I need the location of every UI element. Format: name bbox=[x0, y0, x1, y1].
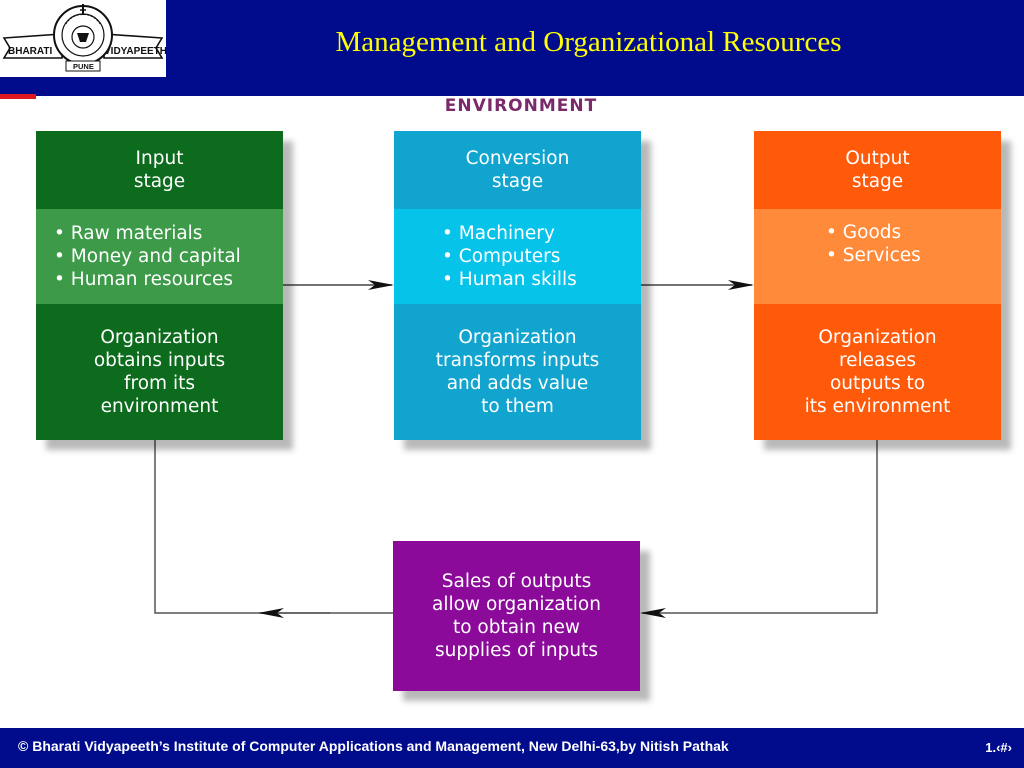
conversion-stage-heading-line2: stage bbox=[491, 171, 544, 192]
list-item: Goods bbox=[826, 221, 1001, 244]
description-line: releases bbox=[838, 350, 917, 371]
description-line: Organization bbox=[100, 327, 219, 348]
description-line: its environment bbox=[804, 396, 951, 417]
output-stage-heading-line2: stage bbox=[851, 171, 904, 192]
header-divider bbox=[0, 94, 1024, 96]
output-stage-description: Organization releases outputs to its env… bbox=[754, 304, 1001, 440]
feedback-line: allow organization bbox=[432, 594, 601, 615]
conversion-stage-description: Organization transforms inputs and adds … bbox=[394, 304, 641, 440]
arrow-feedback-to-input bbox=[154, 440, 393, 614]
list-item: Money and capital bbox=[54, 245, 283, 268]
feedback-box: Sales of outputs allow organization to o… bbox=[393, 541, 640, 691]
output-stage-heading: Output stage bbox=[754, 131, 1001, 209]
input-stage-description: Organization obtains inputs from its env… bbox=[36, 304, 283, 440]
page-title: Management and Organizational Resources bbox=[335, 26, 842, 58]
logo-bottom-text: PUNE bbox=[73, 62, 94, 71]
list-item: Services bbox=[826, 244, 1001, 267]
description-line: transforms inputs bbox=[435, 350, 600, 371]
list-item: Raw materials bbox=[54, 222, 283, 245]
description-line: from its bbox=[124, 373, 195, 394]
list-item: Human skills bbox=[442, 268, 641, 291]
conversion-stage-items: Machinery Computers Human skills bbox=[394, 209, 641, 304]
bharati-vidyapeeth-logo-icon: BHARATI VIDYAPEETH PUNE bbox=[2, 4, 167, 72]
conversion-stage-heading: Conversion stage bbox=[394, 131, 641, 209]
description-line: obtains inputs bbox=[93, 350, 226, 371]
input-stage-heading-line1: Input bbox=[135, 148, 184, 169]
feedback-line: Sales of outputs bbox=[441, 571, 592, 592]
logo: BHARATI VIDYAPEETH PUNE bbox=[0, 0, 167, 77]
description-line: and adds value bbox=[446, 373, 589, 394]
description-line: Organization bbox=[458, 327, 577, 348]
arrow-output-to-feedback bbox=[640, 440, 878, 618]
logo-left-text: BHARATI bbox=[8, 46, 52, 57]
output-stage-box: Output stage Goods Services Organization… bbox=[754, 131, 1001, 440]
list-item: Machinery bbox=[442, 222, 641, 245]
feedback-line: supplies of inputs bbox=[435, 640, 598, 661]
environment-label: ENVIRONMENT bbox=[444, 96, 598, 116]
description-line: to them bbox=[481, 396, 554, 417]
footer-bar: © Bharati Vidyapeeth’s Institute of Comp… bbox=[0, 728, 1024, 768]
header-bar: BHARATI VIDYAPEETH PUNE Management and O… bbox=[0, 0, 1024, 94]
output-stage-heading-line1: Output bbox=[845, 148, 910, 169]
conversion-stage-heading-line1: Conversion bbox=[465, 148, 570, 169]
input-stage-heading-line2: stage bbox=[133, 171, 186, 192]
logo-right-text: VIDYAPEETH bbox=[104, 46, 166, 57]
red-accent-tab bbox=[0, 94, 36, 99]
list-item: Human resources bbox=[54, 268, 283, 291]
input-stage-items: Raw materials Money and capital Human re… bbox=[36, 209, 283, 304]
input-stage-box: Input stage Raw materials Money and capi… bbox=[36, 131, 283, 440]
feedback-line: to obtain new bbox=[452, 617, 581, 638]
footer-copyright: © Bharati Vidyapeeth’s Institute of Comp… bbox=[18, 738, 729, 754]
output-stage-items: Goods Services bbox=[754, 209, 1001, 304]
description-line: outputs to bbox=[829, 373, 926, 394]
list-item: Computers bbox=[442, 245, 641, 268]
input-stage-heading: Input stage bbox=[36, 131, 283, 209]
description-line: environment bbox=[100, 396, 219, 417]
conversion-stage-box: Conversion stage Machinery Computers Hum… bbox=[394, 131, 641, 440]
description-line: Organization bbox=[818, 327, 937, 348]
slide-number: 1.‹#› bbox=[985, 740, 1012, 755]
